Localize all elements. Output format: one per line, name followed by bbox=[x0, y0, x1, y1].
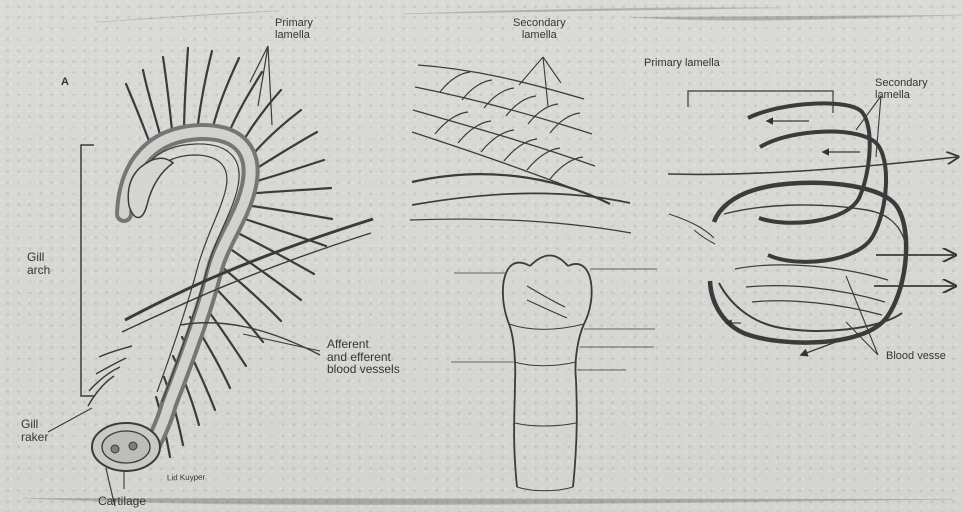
gill-raker-leader bbox=[48, 408, 92, 432]
secondary-lamella-right-label: Secondary lamella bbox=[875, 78, 928, 101]
afferent-efferent-label: Afferent and efferent blood vessels bbox=[327, 338, 400, 376]
left-gill-panel bbox=[48, 46, 373, 506]
blood-vessels-right-label: Blood vesse bbox=[886, 351, 946, 363]
illustrator-signature: Lid Kuyper bbox=[167, 474, 205, 483]
panel-a-label: A bbox=[61, 77, 69, 89]
middle-bottom-panel bbox=[451, 256, 657, 491]
gill-raker-label: Gill raker bbox=[21, 418, 48, 443]
flow-arrow-middle bbox=[668, 157, 957, 174]
blood-vessels-left bbox=[125, 219, 373, 320]
secondary-lamella-top-label: Secondary lamella bbox=[513, 18, 566, 41]
secondary-lamella-teeth bbox=[435, 72, 583, 179]
gill-rakers bbox=[88, 346, 132, 406]
blood-vessel-leaders-right bbox=[846, 276, 878, 355]
middle-top-panel bbox=[410, 57, 631, 233]
primary-lamella-left-label: Primary lamella bbox=[275, 18, 313, 41]
capillary-outline bbox=[503, 263, 592, 487]
right-rib-2 bbox=[760, 132, 886, 262]
right-rib-4 bbox=[719, 283, 902, 331]
left-bracket bbox=[81, 145, 94, 396]
primary-lamella-right-label: Primary lamella bbox=[644, 58, 720, 70]
cartilage-label: Cartilage bbox=[98, 495, 146, 508]
afferent-leader bbox=[243, 334, 320, 351]
middle-lamella-bundle bbox=[418, 65, 584, 99]
gill-arch-label: Gill arch bbox=[27, 251, 50, 276]
right-lamella-panel bbox=[668, 91, 957, 355]
